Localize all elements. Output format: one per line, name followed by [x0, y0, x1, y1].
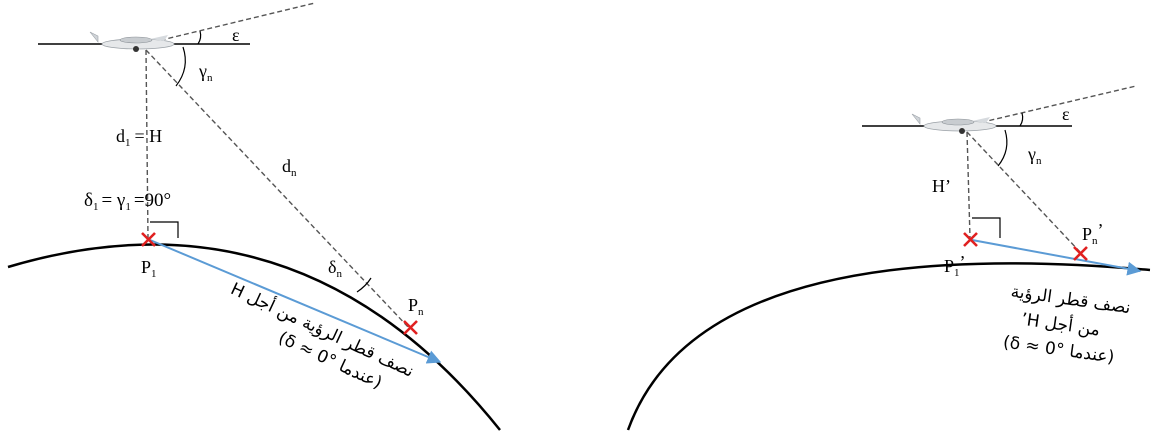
- left-delta-n-label: δn: [328, 257, 342, 280]
- left-radius-arrow: [149, 239, 442, 364]
- left-elevation-line: [144, 2, 316, 45]
- left-d1-label: d1= H: [116, 126, 162, 149]
- right-diagram: ε γn H’ P1’ Pn’ نصف قطر الرؤية من أجل H’…: [626, 85, 1151, 431]
- left-dn-label: dn: [282, 156, 297, 179]
- right-nadir-line: [966, 131, 971, 239]
- left-aircraft-icon: [89, 31, 175, 52]
- right-p1-label: P1’: [944, 252, 966, 279]
- left-p1-cross-marker-icon: [141, 232, 156, 247]
- left-gamma-arc: [175, 46, 186, 87]
- left-slant-line: [145, 49, 411, 330]
- left-p1-label: P1: [141, 257, 157, 280]
- right-p1-cross-marker-icon: [963, 232, 978, 247]
- right-gamma-arc: [997, 129, 1008, 167]
- left-pn-cross-marker-icon: [403, 320, 418, 335]
- left-gamma-label: γn: [198, 61, 213, 84]
- left-earth-surface: [7, 243, 501, 431]
- right-earth-surface: [626, 262, 1151, 431]
- left-epsilon-arc: [197, 30, 202, 45]
- left-nadir-line: [145, 49, 149, 239]
- right-slant-line: [966, 131, 1081, 253]
- right-h-prime-label: H’: [932, 176, 951, 196]
- left-diagram: ε γn d1= H dn δ1= γ1=90° P1 δn Pn نصف قط…: [7, 2, 501, 431]
- right-elevation-line: [965, 85, 1137, 127]
- right-right-angle-mark: [972, 217, 1001, 238]
- right-pn-cross-marker-icon: [1073, 246, 1088, 261]
- left-epsilon-label: ε: [232, 25, 240, 45]
- left-right-angle-mark: [150, 221, 179, 238]
- left-delta-n-arc: [356, 277, 372, 293]
- right-pn-label: Pn’: [1082, 220, 1104, 247]
- right-radius-caption: نصف قطر الرؤية من أجل H’ (عندما δ ≈ 0°): [1002, 282, 1132, 368]
- right-epsilon-label: ε: [1062, 104, 1070, 124]
- right-epsilon-arc: [1019, 112, 1024, 127]
- left-pn-label: Pn: [408, 295, 424, 318]
- right-aircraft-icon: [911, 113, 997, 134]
- left-delta-equation: δ1= γ1=90°: [84, 190, 171, 213]
- right-radius-arrow: [971, 239, 1142, 276]
- right-gamma-label: γn: [1027, 144, 1042, 167]
